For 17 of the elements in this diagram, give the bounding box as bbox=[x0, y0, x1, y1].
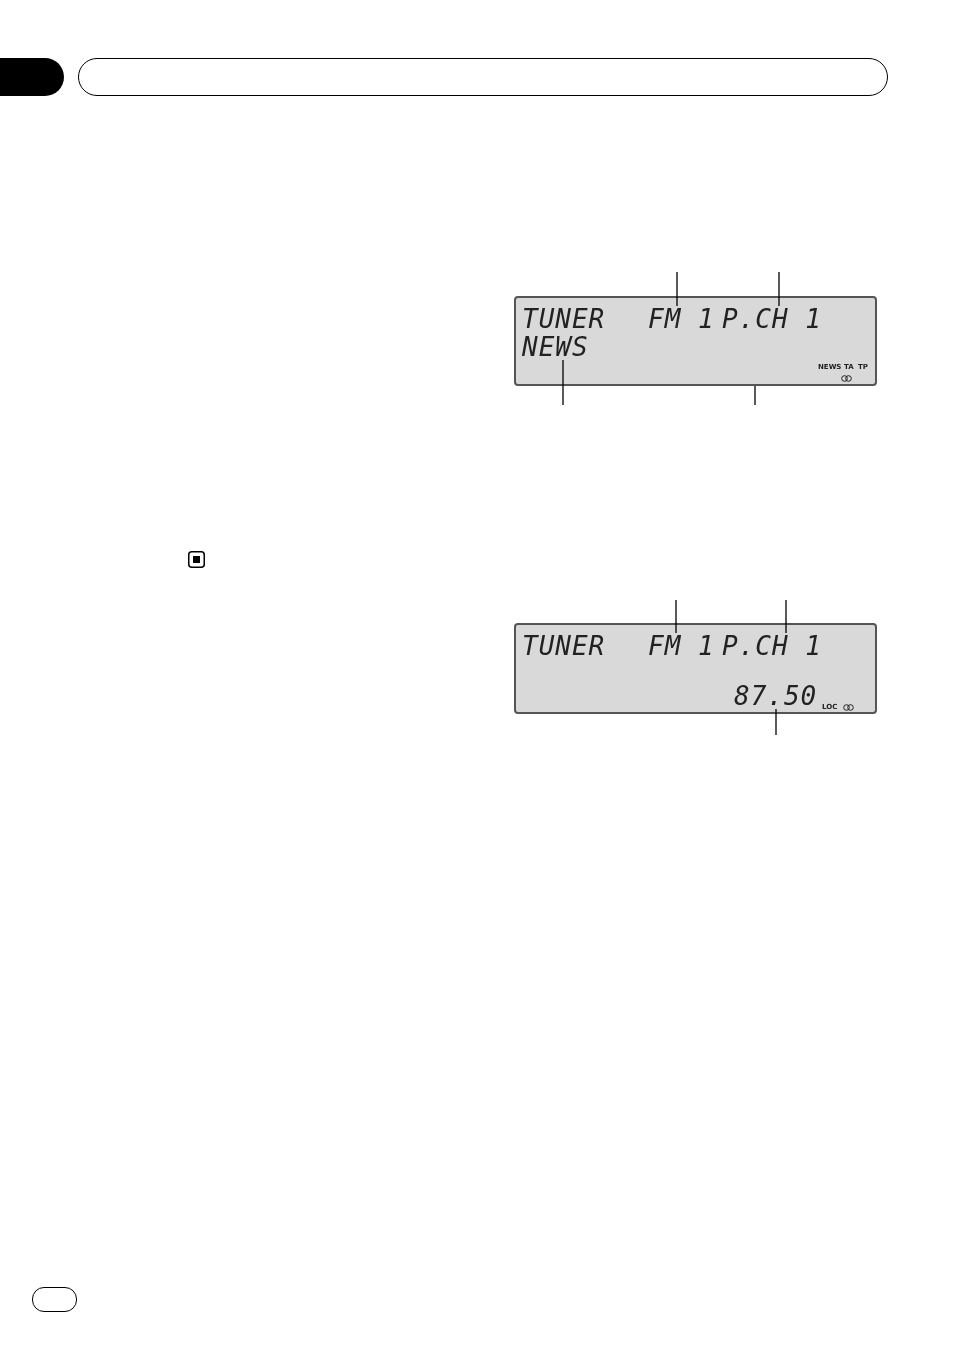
display-text: FM 1 bbox=[648, 633, 715, 659]
leader-line bbox=[675, 599, 677, 634]
leader-line bbox=[778, 271, 780, 307]
display-text: NEWS bbox=[522, 334, 589, 360]
lcd-display bbox=[514, 296, 877, 386]
display-text: P.CH 1 bbox=[722, 633, 822, 659]
leader-line bbox=[754, 385, 756, 406]
display-text: FM 1 bbox=[648, 306, 715, 332]
leader-line bbox=[785, 599, 787, 634]
leader-line bbox=[676, 271, 678, 307]
display-text: TUNER bbox=[522, 306, 606, 332]
display-text: 87.50 bbox=[734, 683, 818, 709]
leader-line bbox=[775, 708, 777, 736]
leader-line bbox=[562, 359, 564, 406]
display-text: TUNER bbox=[522, 633, 606, 659]
lcd-display bbox=[514, 623, 877, 714]
display-text: P.CH 1 bbox=[722, 306, 822, 332]
